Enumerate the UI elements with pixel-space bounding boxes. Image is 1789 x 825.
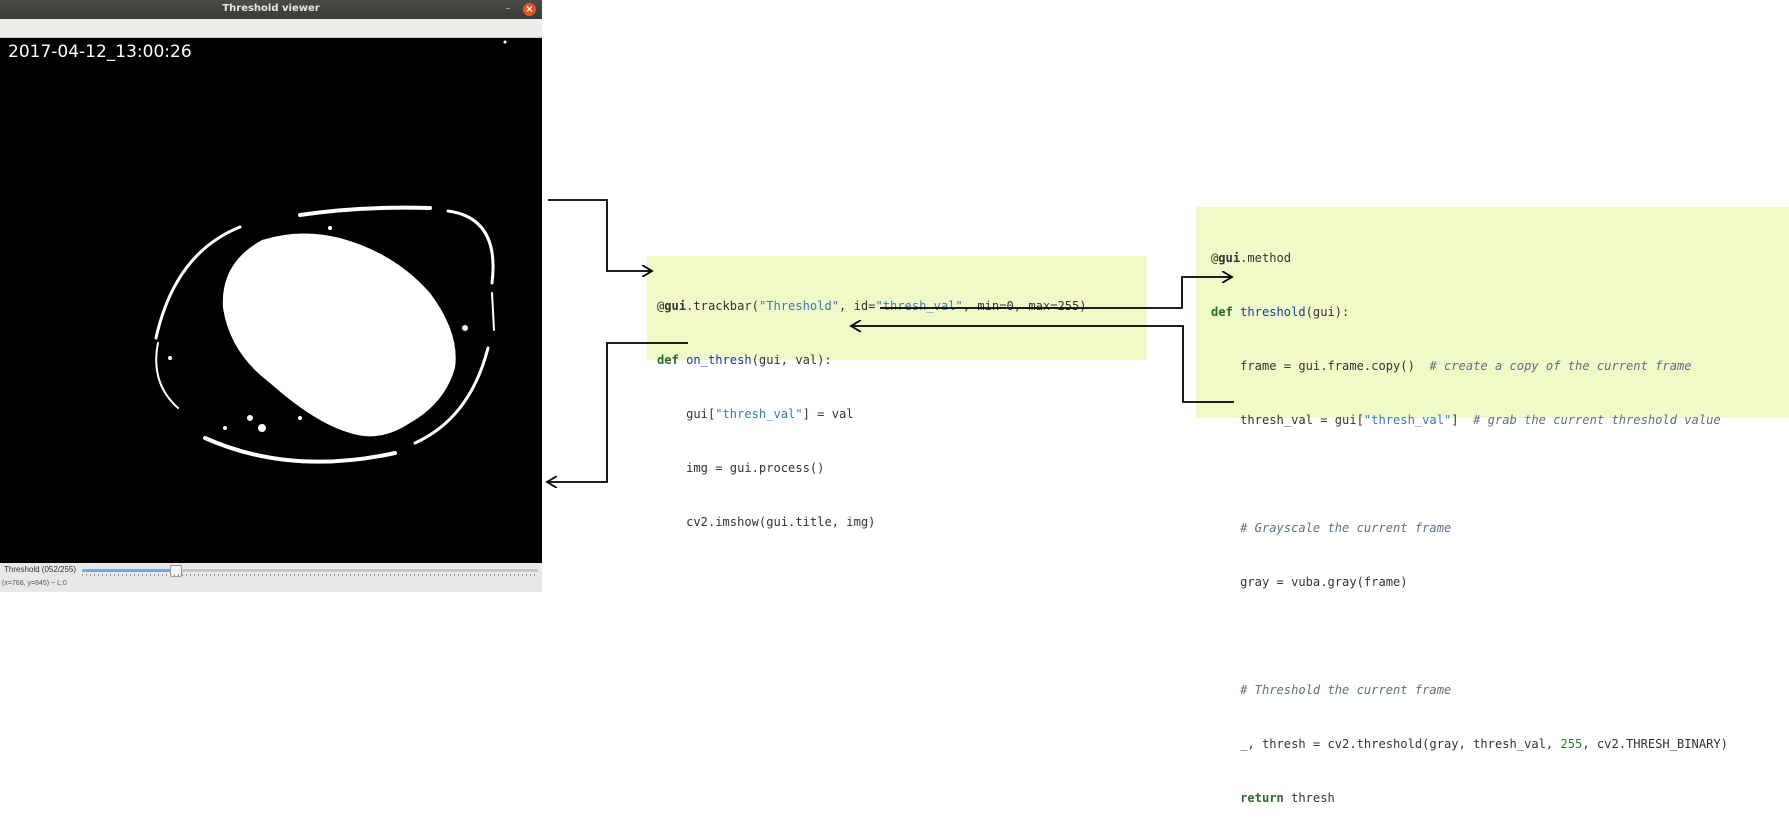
code-token: .method	[1240, 251, 1292, 265]
code-token: .trackbar(	[686, 299, 759, 313]
trackbar-label: Threshold (052/255)	[4, 565, 77, 574]
code-line: @gui.method	[1211, 249, 1789, 267]
speckle	[168, 356, 172, 360]
code-token: "thresh_val"	[715, 407, 803, 421]
threshold-viewer-window: Threshold viewer – ×	[0, 0, 542, 592]
toolbar	[0, 19, 542, 38]
status-bar: (x=768, y=845) ~ L:0	[0, 578, 542, 592]
code-comment: # Grayscale the current frame	[1240, 521, 1452, 535]
code-token: img = gui.process()	[686, 461, 825, 475]
threshold-trackbar: Threshold (052/255)	[0, 563, 542, 578]
code-token: def	[657, 353, 679, 367]
minimize-button[interactable]: –	[505, 3, 511, 14]
ring-fragment	[446, 209, 495, 285]
code-token: gui	[1218, 251, 1241, 265]
code-line: def on_thresh(gui, val):	[657, 351, 1147, 369]
code-line: _, thresh = cv2.threshold(gray, thresh_v…	[1211, 735, 1789, 753]
speckle	[328, 226, 332, 230]
code-token: (gui, val):	[751, 353, 832, 367]
code-comment: # create a copy of the current frame	[1429, 359, 1692, 373]
code-line: # Threshold the current frame	[1211, 681, 1789, 699]
code-token: gui	[664, 299, 687, 313]
code-token: gray = vuba.gray(frame)	[1240, 575, 1408, 589]
code-token: on_thresh	[686, 353, 752, 367]
code-comment: # grab the current threshold value	[1473, 413, 1721, 427]
flow-arrows	[0, 199, 1234, 592]
code-token: "thresh_val"	[875, 299, 963, 313]
code-token: , id=	[839, 299, 876, 313]
threshold-blob	[222, 233, 456, 437]
cursor-position-status: (x=768, y=845) ~ L:0	[2, 580, 67, 587]
code-line: gray = vuba.gray(frame)	[1211, 573, 1789, 591]
code-token: "thresh_val"	[1363, 413, 1452, 427]
code-comment: # Threshold the current frame	[1240, 683, 1452, 697]
code-token: "Threshold"	[758, 299, 840, 313]
code-token: def	[1211, 305, 1233, 319]
speckle	[503, 40, 507, 44]
arrow-window-to-trackbar	[548, 199, 652, 271]
code-token: gui[	[686, 407, 716, 421]
title-bar[interactable]: Threshold viewer – ×	[0, 0, 542, 19]
code-token: 255	[1560, 737, 1583, 751]
ring-fragment	[154, 225, 242, 340]
slider-ticks	[82, 574, 538, 576]
code-line: @gui.trackbar("Threshold", id="thresh_va…	[657, 297, 1147, 315]
code-token: cv2.imshow(gui.title, img)	[686, 515, 876, 529]
code-token: thresh	[1291, 791, 1335, 805]
code-line-blank	[1211, 627, 1789, 645]
code-token: _, thresh = cv2.threshold(gray, thresh_v…	[1240, 737, 1561, 751]
speckle	[258, 424, 266, 432]
code-line: cv2.imshow(gui.title, img)	[657, 513, 1147, 531]
code-token: ] = val	[802, 407, 854, 421]
code-token: threshold	[1240, 305, 1306, 319]
code-line: # Grayscale the current frame	[1211, 519, 1789, 537]
code-token: ]	[1451, 413, 1459, 427]
ring-fragment	[491, 292, 495, 331]
window-title: Threshold viewer	[222, 3, 320, 14]
ring-fragment	[413, 346, 490, 445]
code-token: , min=0, max=255)	[962, 299, 1087, 313]
thresholded-frame-image	[154, 40, 507, 464]
speckle	[298, 416, 302, 420]
code-token: thresh_val = gui[	[1240, 413, 1364, 427]
close-button[interactable]: ×	[523, 3, 536, 16]
speckle	[247, 415, 253, 421]
speckle	[462, 325, 468, 331]
code-token: (gui):	[1305, 305, 1350, 319]
code-line: thresh_val = gui["thresh_val"] # grab th…	[1211, 411, 1789, 429]
code-token: frame = gui.frame.copy()	[1240, 359, 1415, 373]
code-token: return	[1240, 791, 1284, 805]
slider-fill	[82, 569, 175, 572]
arrow-imshow-to-window	[547, 342, 688, 482]
code-line: frame = gui.frame.copy() # create a copy…	[1211, 357, 1789, 375]
ring-fragment	[203, 436, 397, 464]
arrow-return-to-process	[851, 326, 1234, 403]
code-line: gui["thresh_val"] = val	[657, 405, 1147, 423]
image-viewport[interactable]: 2017-04-12_13:00:26	[0, 38, 542, 563]
frame-timestamp: 2017-04-12_13:00:26	[8, 42, 192, 62]
speckle	[223, 426, 227, 430]
ring-fragment	[298, 205, 432, 217]
code-line: def threshold(gui):	[1211, 303, 1789, 321]
code-line: return thresh	[1211, 789, 1789, 807]
code-line: img = gui.process()	[657, 459, 1147, 477]
code-token: , cv2.THRESH_BINARY)	[1582, 737, 1728, 751]
code-token: @	[657, 299, 665, 313]
ring-fragment	[155, 342, 179, 409]
code-token: @	[1211, 251, 1219, 265]
arrow-val-to-method	[880, 277, 1232, 309]
